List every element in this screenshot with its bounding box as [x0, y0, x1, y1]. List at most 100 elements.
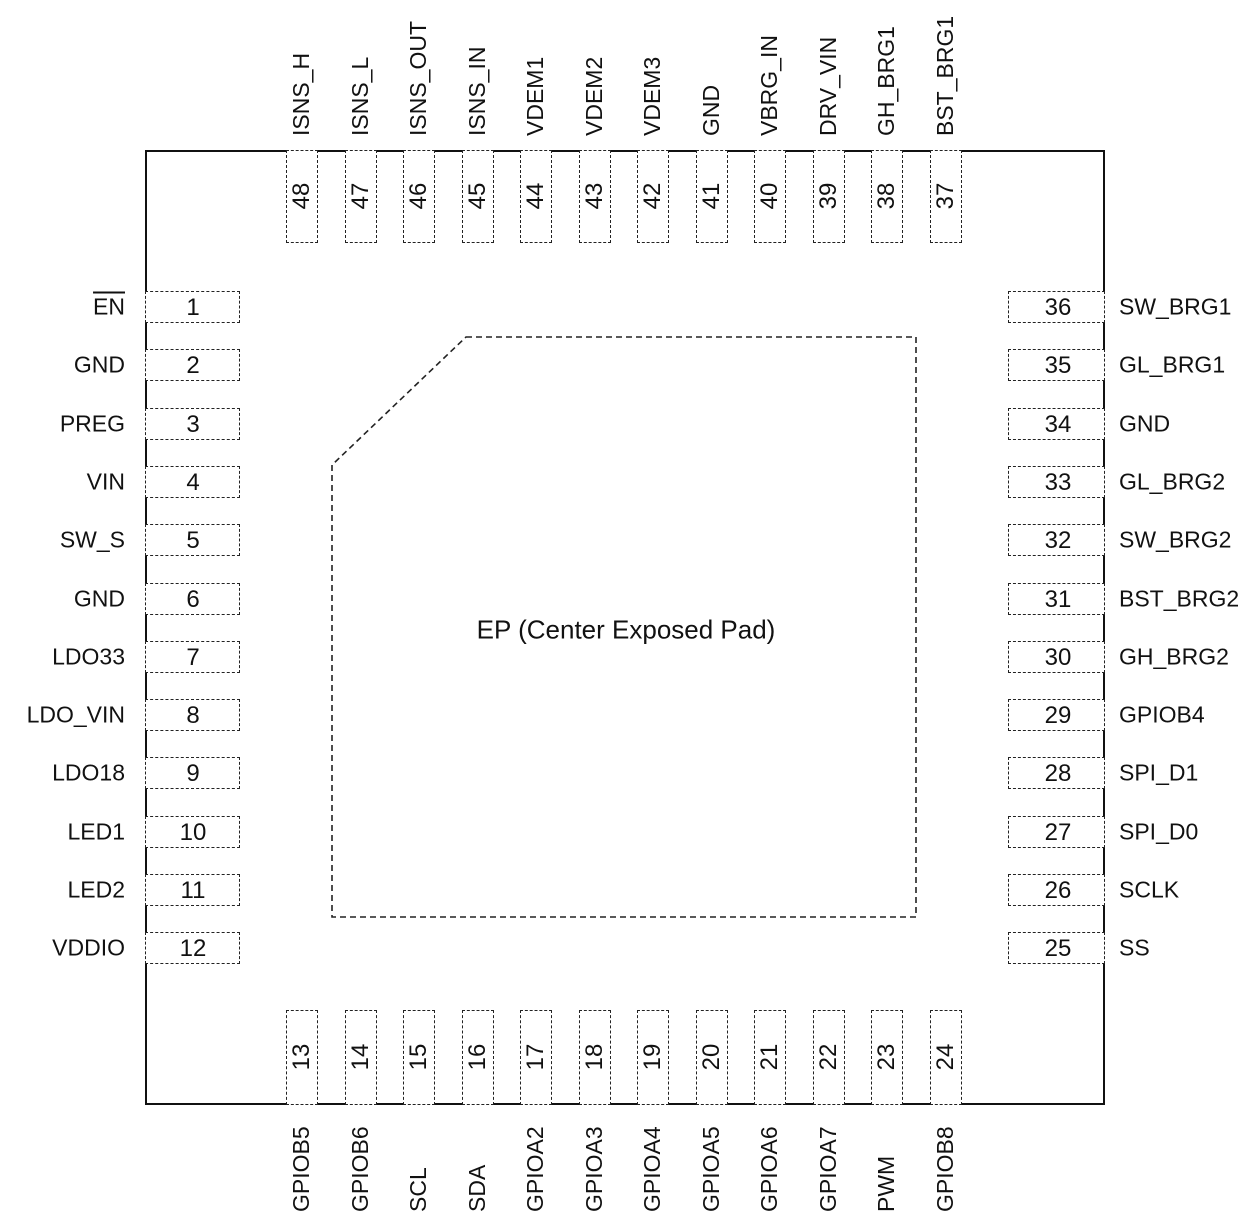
pin-number-6: 6 [186, 585, 200, 613]
pin-pad-32 [1008, 524, 1105, 557]
pin-pad-16 [461, 1010, 494, 1105]
pin-pad-29 [1008, 699, 1105, 732]
pin-pad-45 [461, 150, 494, 243]
pin-number-14: 14 [346, 1043, 374, 1071]
pin-label-32: SW_BRG2 [1119, 526, 1232, 553]
package-outline [145, 150, 1105, 1105]
pin-label-28: SPI_D1 [1119, 759, 1199, 786]
pin-number-45: 45 [463, 182, 491, 210]
pin-number-3: 3 [186, 410, 200, 438]
pin-pad-27 [1008, 815, 1105, 848]
pin-label-6: GND [73, 585, 125, 611]
pin-label-44: VDEM1 [522, 56, 548, 136]
pin-pad-23 [871, 1010, 903, 1105]
pin-pad-26 [1008, 874, 1105, 906]
pin-pad-41 [695, 150, 728, 243]
pin-label-19: GPIOA4 [639, 1126, 665, 1212]
pin-number-43: 43 [580, 182, 608, 210]
pin-pad-40 [754, 150, 786, 243]
pin-pad-48 [286, 150, 318, 243]
pin-pad-17 [520, 1010, 552, 1105]
pin-number-15: 15 [405, 1043, 432, 1071]
pin-pad-11 [145, 874, 240, 906]
pin-label-33: GL_BRG2 [1119, 468, 1226, 495]
pin-pad-9 [145, 757, 240, 790]
pin-number-9: 9 [186, 760, 200, 788]
pin-pad-13 [286, 1010, 318, 1105]
pin-number-32: 32 [1044, 527, 1072, 555]
pin-number-18: 18 [580, 1043, 608, 1071]
pin-label-25: SS [1119, 934, 1150, 961]
pin-pad-33 [1008, 465, 1105, 498]
pin-number-20: 20 [697, 1043, 725, 1071]
pin-number-7: 7 [186, 643, 200, 671]
pin-label-31: BST_BRG2 [1119, 585, 1240, 611]
pin-label-24: GPIOB8 [931, 1126, 958, 1212]
pin-label-3: PREG [59, 410, 125, 437]
pin-number-5: 5 [186, 527, 200, 555]
pin-pad-10 [145, 815, 240, 848]
pin-pad-31 [1008, 582, 1105, 615]
pin-number-4: 4 [186, 468, 200, 496]
pin-number-44: 44 [522, 182, 549, 210]
pin-number-29: 29 [1044, 702, 1072, 730]
pin-label-36: SW_BRG1 [1119, 293, 1232, 320]
pin-pad-1 [145, 291, 240, 323]
pin-label-39: DRV_VIN [814, 36, 841, 136]
pin-pad-35 [1008, 349, 1105, 382]
pin-label-5: SW_S [59, 526, 125, 553]
pin-pad-18 [578, 1010, 611, 1105]
pin-label-17: GPIOA2 [522, 1126, 548, 1212]
pin-number-40: 40 [756, 182, 783, 210]
pin-label-40: VBRG_IN [756, 35, 782, 136]
pin-label-35: GL_BRG1 [1119, 351, 1226, 378]
pin-number-48: 48 [288, 182, 315, 210]
pin-number-30: 30 [1044, 643, 1072, 671]
pin-pad-2 [145, 349, 240, 382]
pin-pad-39 [812, 150, 845, 243]
pin-number-42: 42 [639, 182, 666, 210]
pin-label-27: SPI_D0 [1119, 818, 1199, 845]
pin-label-29: GPIOB4 [1119, 701, 1205, 728]
pin-label-16: SDA [463, 1164, 490, 1212]
pin-pad-30 [1008, 640, 1105, 673]
pin-label-26: SCLK [1119, 876, 1180, 903]
pin-label-42: VDEM3 [639, 56, 665, 136]
pin-label-18: GPIOA3 [580, 1126, 607, 1212]
pin-pad-4 [145, 465, 240, 498]
pin-label-12: VDDIO [52, 934, 125, 961]
pin-label-4: VIN [86, 468, 125, 495]
pin-number-47: 47 [346, 182, 374, 210]
pin-number-22: 22 [814, 1043, 842, 1071]
pin-pad-22 [812, 1010, 845, 1105]
pin-label-38: GH_BRG1 [873, 26, 899, 136]
pin-number-12: 12 [179, 935, 207, 963]
pin-label-34: GND [1119, 410, 1171, 437]
pin-pad-3 [145, 407, 240, 440]
pin-number-10: 10 [179, 818, 207, 846]
pin-label-43: VDEM2 [580, 56, 607, 136]
pin-number-11: 11 [180, 877, 206, 904]
pin-number-17: 17 [522, 1043, 549, 1071]
pin-number-13: 13 [288, 1043, 315, 1071]
pin-pad-21 [754, 1010, 786, 1105]
pin-pad-38 [871, 150, 903, 243]
pin-label-15: SCL [405, 1167, 431, 1212]
pin-pad-7 [145, 640, 240, 673]
pin-label-23: PWM [873, 1155, 899, 1212]
pin-pad-24 [929, 1010, 962, 1105]
pin-label-1: EN [93, 293, 125, 320]
pin-pad-36 [1008, 291, 1105, 323]
pin-pad-25 [1008, 932, 1105, 965]
pin-number-34: 34 [1044, 410, 1072, 438]
pin-number-28: 28 [1044, 760, 1072, 788]
pin-label-8: LDO_VIN [26, 701, 125, 728]
pin-label-2: GND [73, 351, 125, 378]
pin-label-20: GPIOA5 [697, 1126, 724, 1212]
pin-pad-43 [578, 150, 611, 243]
pin-label-30: GH_BRG2 [1119, 643, 1229, 670]
pin-number-25: 25 [1044, 935, 1072, 963]
pin-number-37: 37 [931, 182, 959, 210]
